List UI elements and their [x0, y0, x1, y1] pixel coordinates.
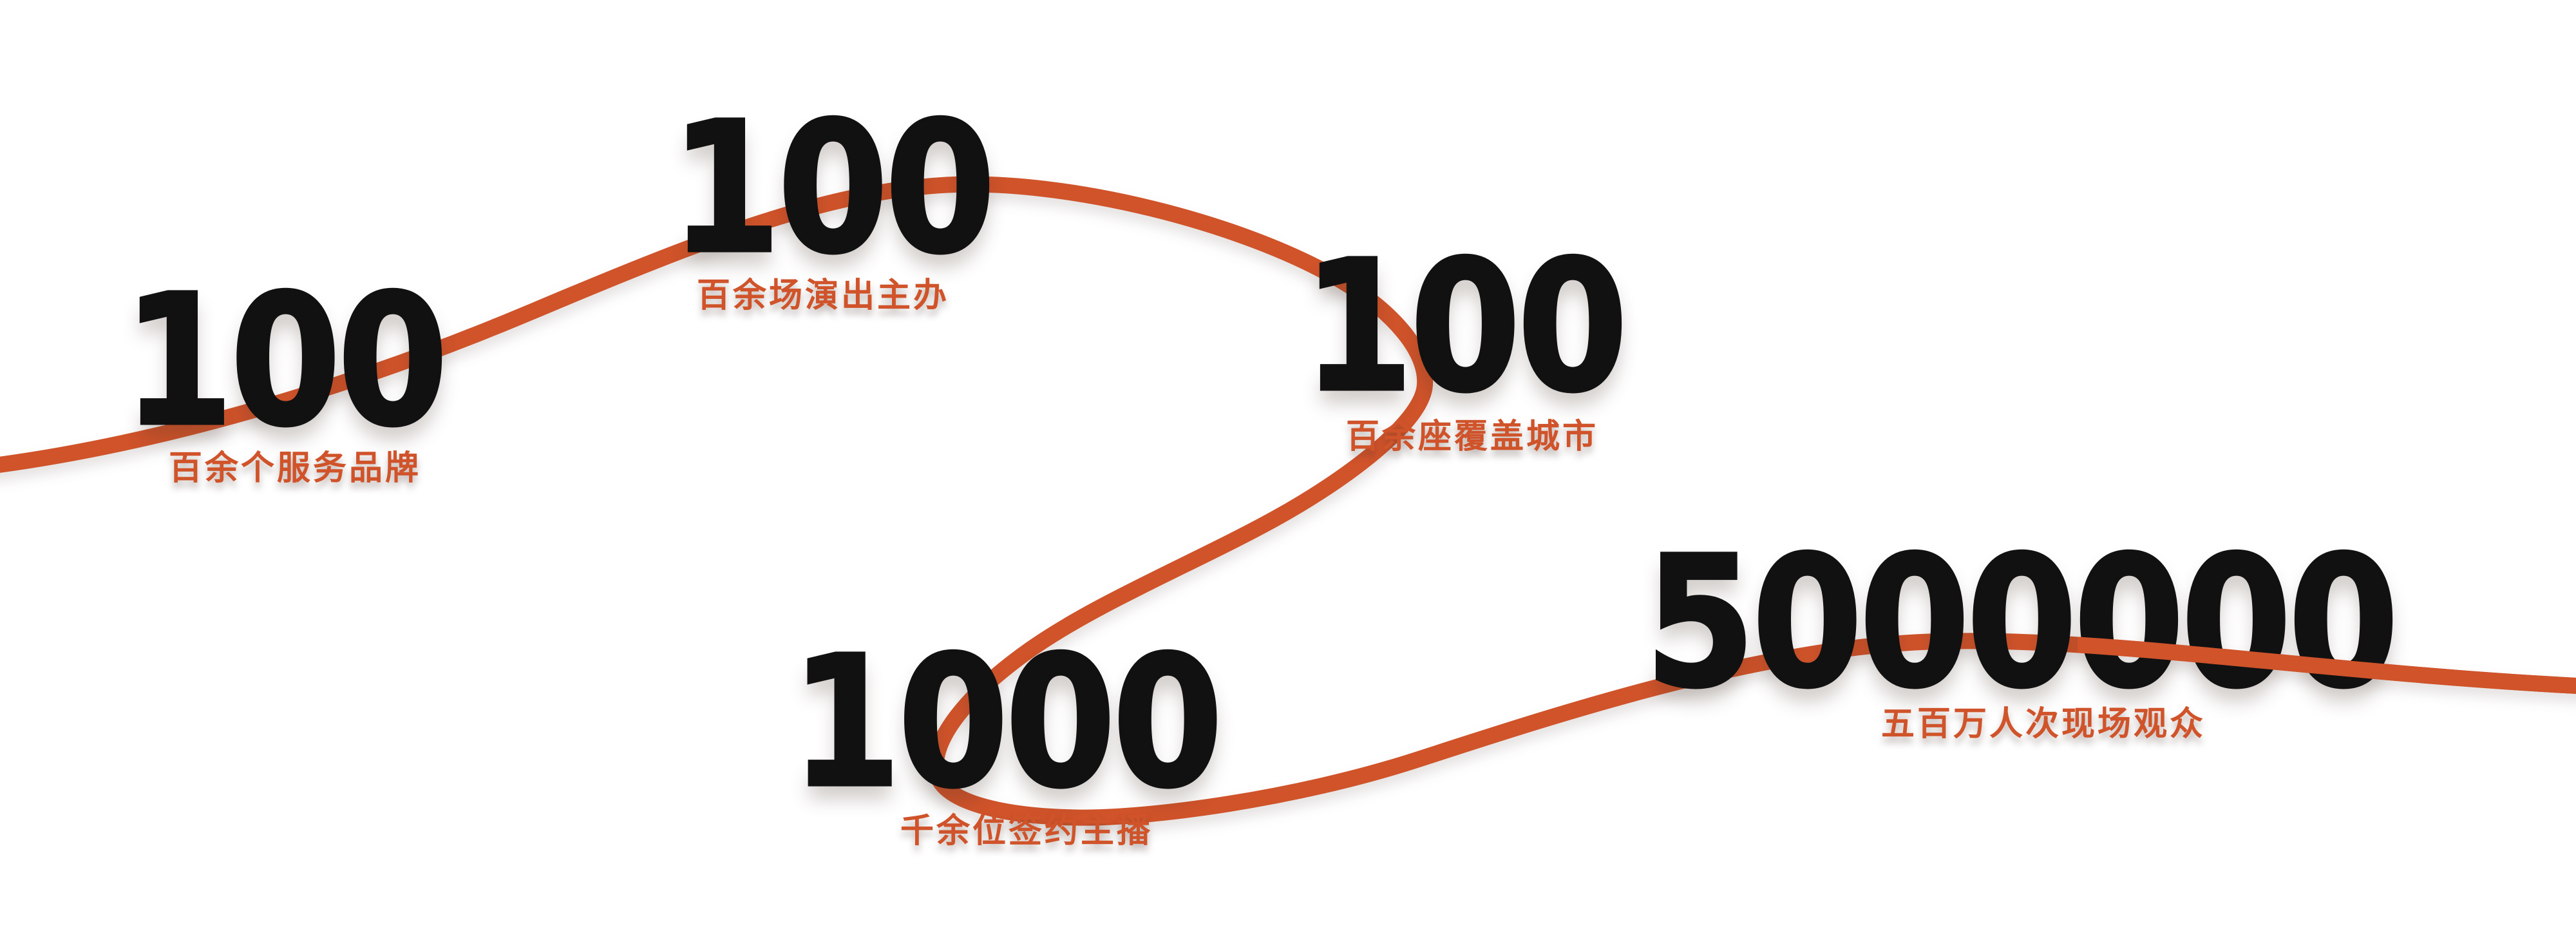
stat-number: 100 — [669, 84, 997, 294]
stat-number: 5000000 — [1643, 518, 2400, 728]
stat-label: 五百万人次现场观众 — [1880, 705, 2206, 743]
stat-number: 100 — [122, 256, 450, 466]
stat-label: 百余座覆盖城市 — [1345, 417, 1599, 456]
stat-label: 百余个服务品牌 — [168, 449, 422, 488]
stat-number: 100 — [1302, 222, 1629, 432]
stat-number: 1000 — [790, 618, 1224, 828]
stat-label: 千余位签约主播 — [900, 812, 1153, 850]
stat-label: 百余场演出主办 — [696, 276, 950, 315]
